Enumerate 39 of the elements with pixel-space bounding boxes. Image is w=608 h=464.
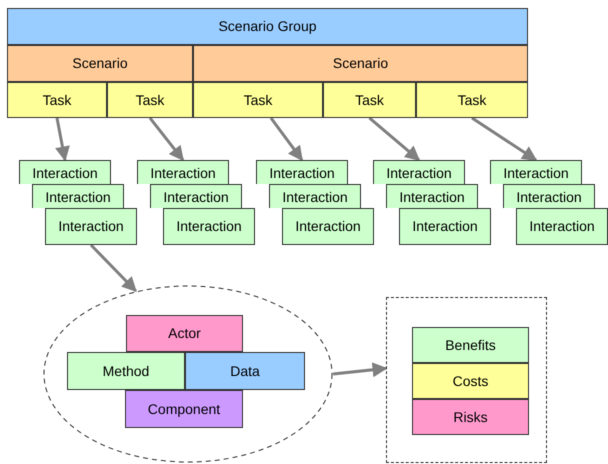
interaction-card: Interaction xyxy=(45,208,137,245)
scenario-band: Scenario xyxy=(193,45,528,82)
arrow xyxy=(270,117,304,162)
risks-box: Risks xyxy=(412,399,529,435)
task-box: Task xyxy=(416,82,528,118)
arrow xyxy=(148,117,184,162)
interaction-card: Interaction xyxy=(386,184,478,208)
method-box: Method xyxy=(67,352,185,390)
interaction-card: Interaction xyxy=(163,208,255,245)
task-box: Task xyxy=(107,82,193,118)
scenario-band: Scenario xyxy=(7,45,193,82)
arrow xyxy=(55,118,70,162)
interaction-card: Interaction xyxy=(137,160,229,184)
interaction-card: Interaction xyxy=(373,160,465,184)
interaction-card: Interaction xyxy=(269,184,361,208)
interaction-card: Interaction xyxy=(516,208,608,245)
arrow xyxy=(471,116,538,162)
benefits-box: Benefits xyxy=(412,327,529,363)
task-box: Task xyxy=(193,82,323,118)
costs-box: Costs xyxy=(412,363,529,399)
interaction-card: Interaction xyxy=(32,184,124,208)
interaction-card: Interaction xyxy=(282,208,374,245)
interaction-card: Interaction xyxy=(256,160,348,184)
data-box: Data xyxy=(185,352,305,390)
dashed-frame xyxy=(386,297,547,463)
group-band: Scenario Group xyxy=(7,8,528,45)
component-box: Component xyxy=(125,390,243,428)
arrow xyxy=(368,116,420,162)
actor-box: Actor xyxy=(126,315,243,352)
dashed-ellipse xyxy=(43,285,333,463)
interaction-card: Interaction xyxy=(150,184,242,208)
interaction-card: Interaction xyxy=(19,160,111,184)
task-box: Task xyxy=(323,82,416,118)
interaction-card: Interaction xyxy=(490,160,582,184)
arrow xyxy=(90,244,137,292)
interaction-card: Interaction xyxy=(503,184,595,208)
interaction-card: Interaction xyxy=(399,208,491,245)
task-box: Task xyxy=(7,82,107,118)
arrow xyxy=(332,362,388,378)
